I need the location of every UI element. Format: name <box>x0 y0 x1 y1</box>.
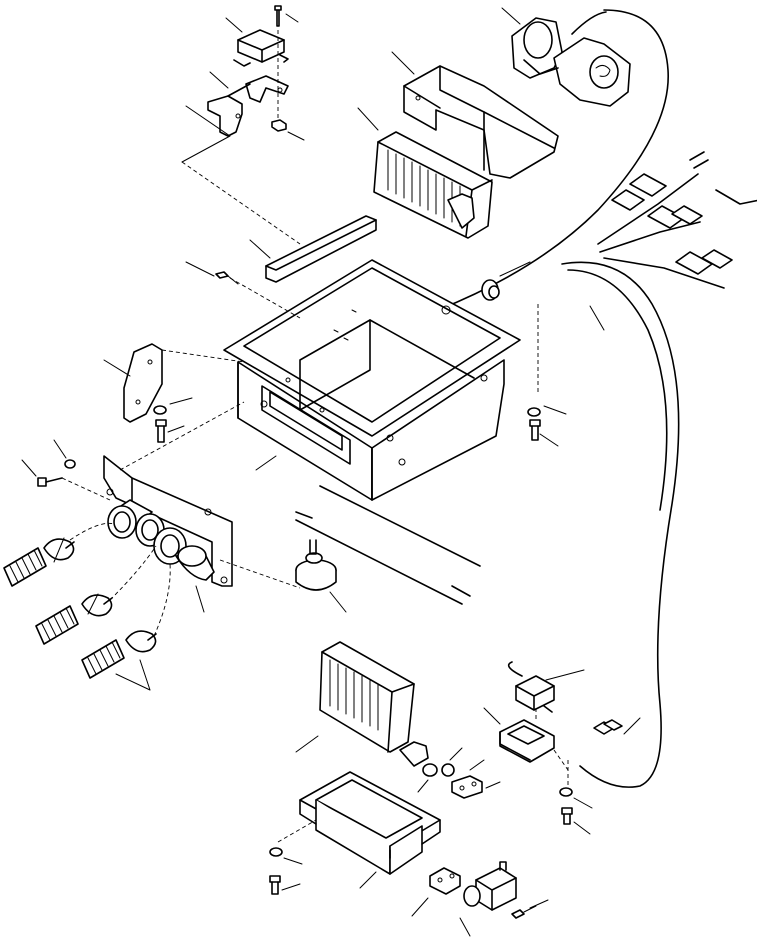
floor-panel-lines <box>295 485 481 605</box>
heater-hose <box>3 522 171 691</box>
heater-box <box>223 259 521 501</box>
valve-screw <box>511 899 549 919</box>
relay <box>225 17 289 67</box>
thermostat-switch <box>483 707 641 771</box>
top-nut <box>271 30 305 141</box>
connector <box>611 173 757 275</box>
washer <box>153 397 567 417</box>
relay-bracket <box>207 71 289 137</box>
lower-heater-core <box>295 641 429 767</box>
lower-nuts <box>417 747 501 799</box>
heater-core <box>357 107 493 239</box>
screw <box>155 261 559 447</box>
blower-motor <box>501 7 631 107</box>
grommet <box>481 261 605 331</box>
outlet-plate <box>103 401 301 613</box>
valve-plate <box>411 867 461 917</box>
lower-housing <box>277 771 441 889</box>
drain-grommet <box>295 539 347 613</box>
resistor <box>507 661 585 713</box>
small-screws-left <box>21 439 111 501</box>
water-valve <box>459 861 517 937</box>
top-screw <box>274 5 299 27</box>
blower-duct <box>391 51 559 179</box>
lower-screws <box>269 760 593 895</box>
mounting-bracket <box>103 343 245 423</box>
duct-support <box>181 105 377 283</box>
